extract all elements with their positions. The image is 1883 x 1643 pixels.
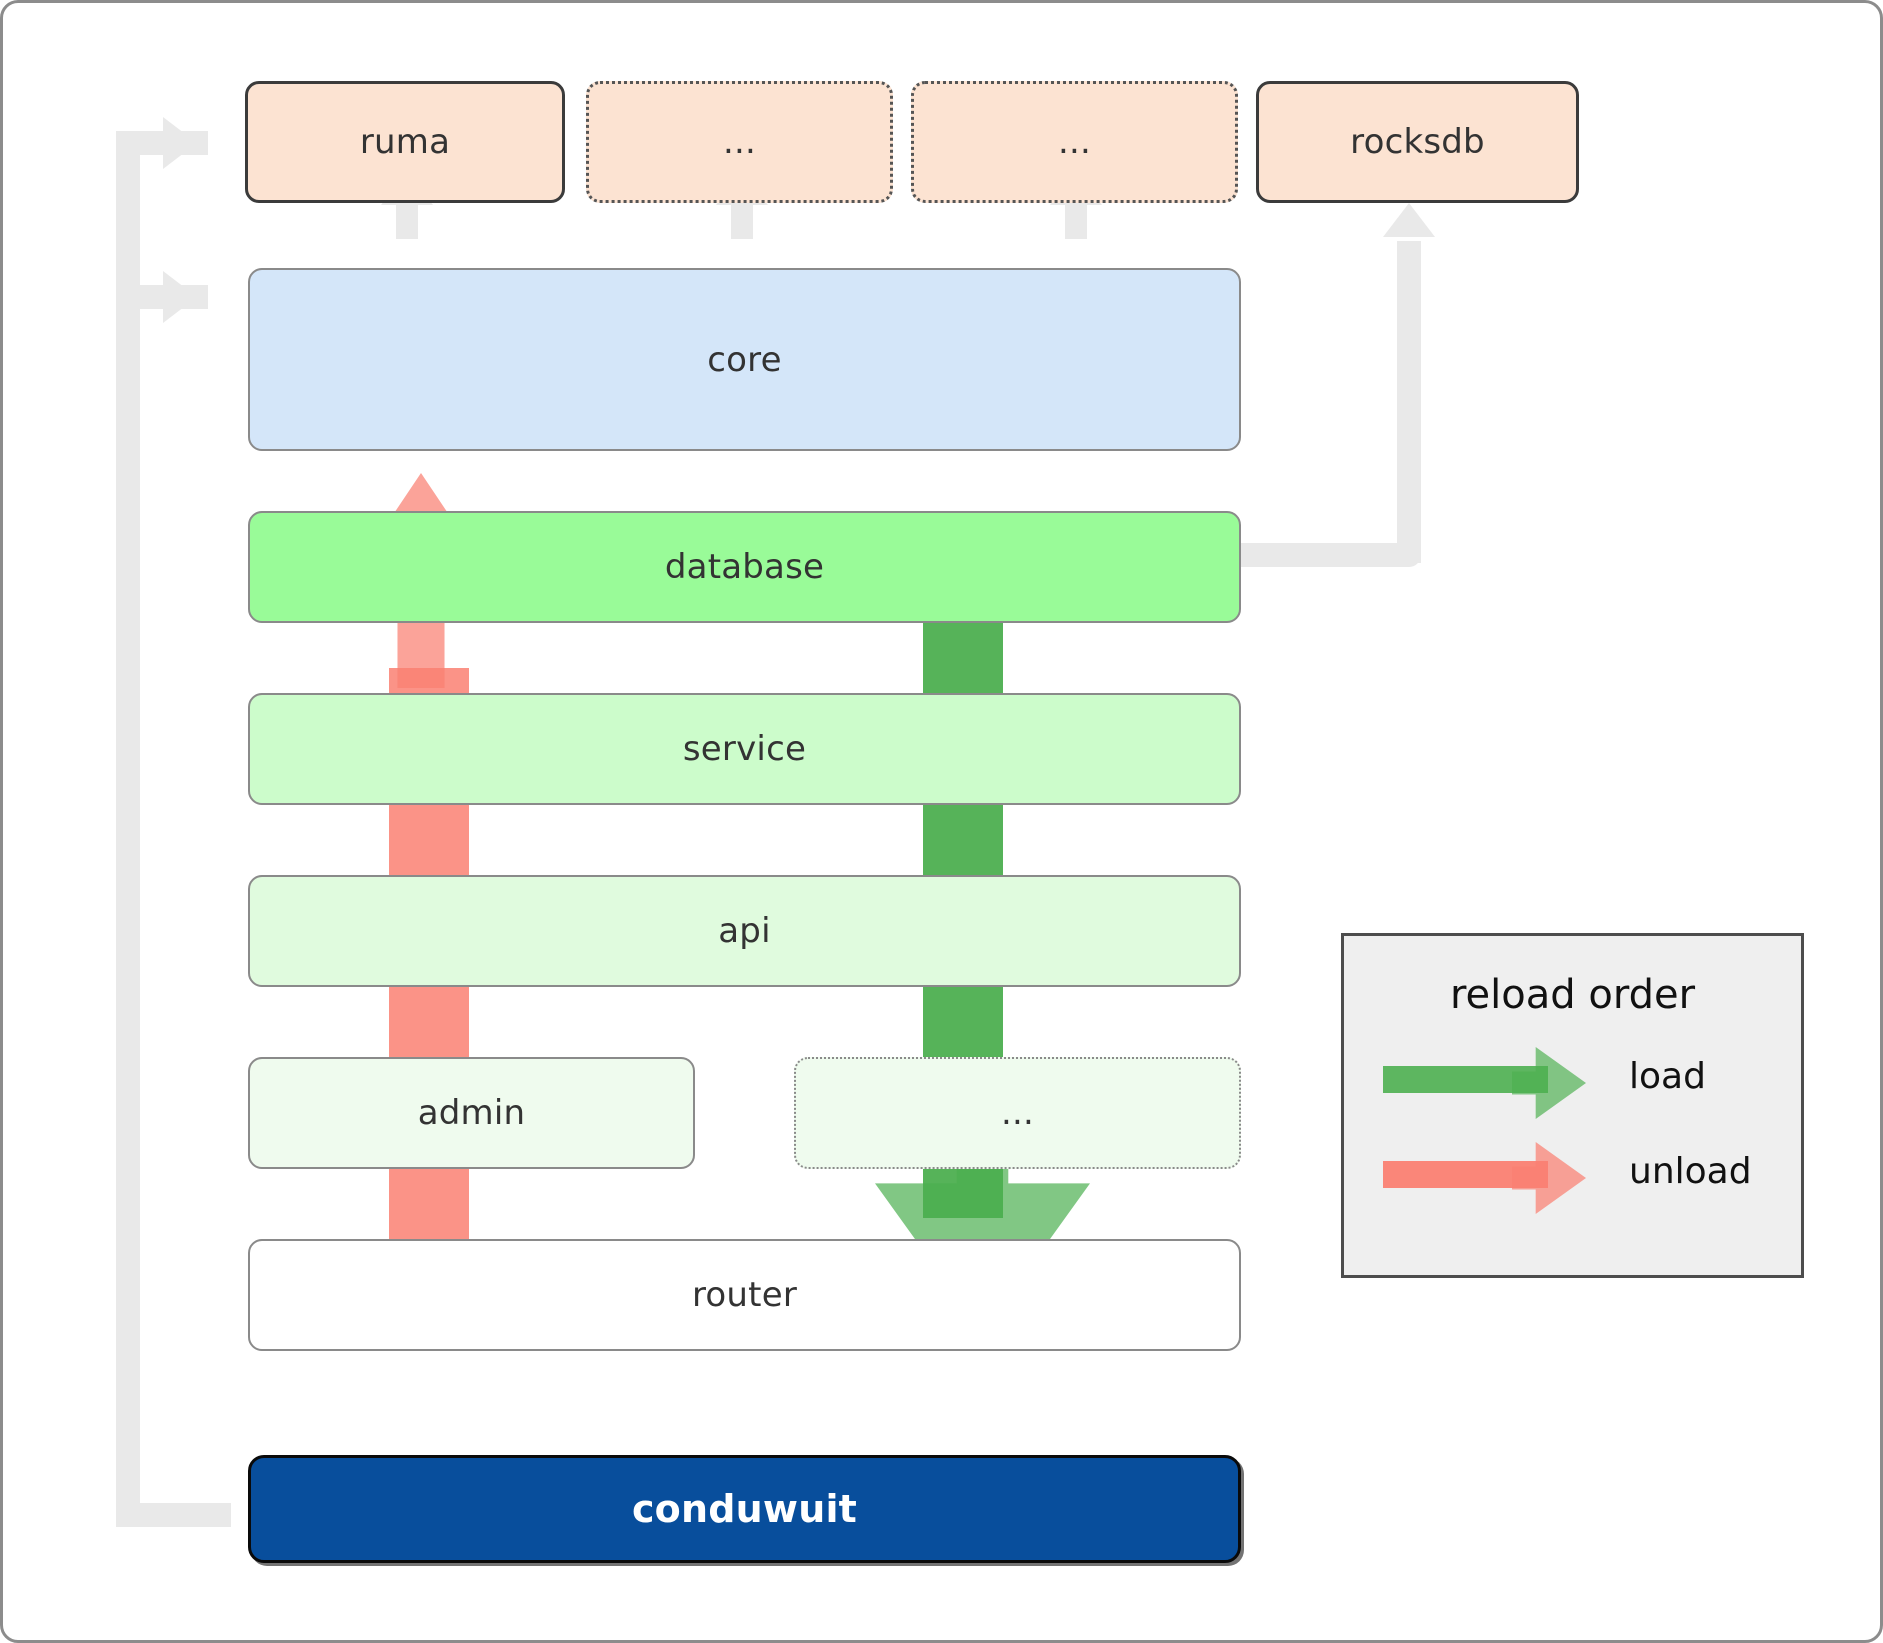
connector-arrow-core-icon bbox=[163, 271, 197, 323]
node-ellipsis-top-1-label: ... bbox=[722, 122, 757, 162]
node-ellipsis-top-1[interactable]: ... bbox=[586, 81, 893, 203]
node-core-label: core bbox=[707, 339, 782, 380]
node-rocksdb[interactable]: rocksdb bbox=[1256, 81, 1579, 203]
legend-title: reload order bbox=[1449, 972, 1696, 1018]
legend-label-unload: unload bbox=[1629, 1151, 1752, 1192]
legend-panel: reload order load unload bbox=[1341, 933, 1804, 1278]
node-service[interactable]: service bbox=[248, 693, 1241, 805]
node-router-label: router bbox=[691, 1275, 797, 1315]
connector-core-to-dots1-stem bbox=[731, 199, 753, 239]
connector-trunk-vertical bbox=[116, 131, 140, 1527]
node-database-label: database bbox=[664, 547, 825, 587]
node-ellipsis-top-2[interactable]: ... bbox=[911, 81, 1238, 203]
node-api-label: api bbox=[718, 911, 771, 951]
legend-unload-arrow-head-icon bbox=[1512, 1142, 1586, 1214]
connector-database-to-rocksdb-arrow-icon bbox=[1383, 203, 1435, 237]
node-admin[interactable]: admin bbox=[248, 1057, 695, 1169]
connector-branch-conduwuit bbox=[116, 1503, 231, 1527]
node-ellipsis-mid-label: ... bbox=[1000, 1093, 1035, 1133]
connector-arrow-ruma-icon bbox=[163, 117, 197, 169]
node-api[interactable]: api bbox=[248, 875, 1241, 987]
node-ruma-label: ruma bbox=[359, 122, 451, 162]
node-ruma[interactable]: ruma bbox=[245, 81, 565, 203]
connector-database-to-rocksdb-horizontal bbox=[1221, 543, 1421, 567]
legend-load-arrow-head-icon bbox=[1512, 1047, 1586, 1119]
node-rocksdb-label: rocksdb bbox=[1350, 122, 1485, 162]
legend-label-load: load bbox=[1629, 1056, 1706, 1097]
node-admin-label: admin bbox=[417, 1093, 526, 1133]
node-conduwuit-label: conduwuit bbox=[631, 1487, 858, 1531]
node-database[interactable]: database bbox=[248, 511, 1241, 623]
node-router[interactable]: router bbox=[248, 1239, 1241, 1351]
node-ellipsis-mid[interactable]: ... bbox=[794, 1057, 1241, 1169]
node-ellipsis-top-2-label: ... bbox=[1057, 122, 1092, 162]
node-core[interactable]: core bbox=[248, 268, 1241, 451]
connector-database-to-rocksdb-vertical bbox=[1397, 241, 1421, 563]
node-conduwuit[interactable]: conduwuit bbox=[248, 1455, 1241, 1563]
connector-core-to-ruma-stem bbox=[396, 199, 418, 239]
node-service-label: service bbox=[682, 729, 807, 769]
connector-core-to-dots2-stem bbox=[1065, 199, 1087, 239]
